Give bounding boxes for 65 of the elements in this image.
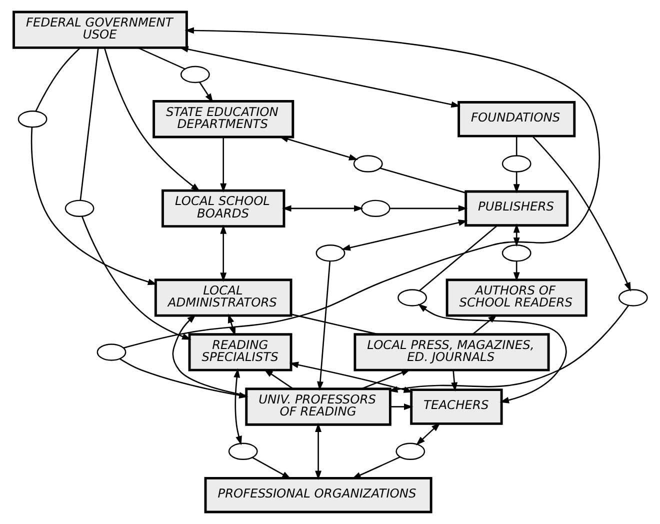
node-ellipse — [64, 200, 94, 218]
node-ellipse — [180, 66, 210, 84]
arrow — [532, 136, 630, 292]
arrow — [80, 216, 191, 340]
arrow — [389, 205, 468, 212]
connector — [515, 136, 517, 156]
arrow — [388, 305, 628, 393]
node-ellipse — [618, 289, 648, 306]
node-ellipse — [96, 344, 126, 361]
arrow — [288, 362, 413, 393]
node-box: PROFESSIONAL ORGANIZATIONS — [204, 476, 432, 514]
node-box: LOCAL ADMINISTRATORS — [154, 278, 292, 317]
arrow — [220, 224, 226, 282]
node-ellipse — [360, 200, 390, 218]
node-ellipse — [501, 244, 531, 262]
arrow — [351, 456, 400, 479]
connector — [34, 48, 80, 112]
connector — [418, 224, 498, 292]
arrow — [233, 368, 242, 446]
arrow — [119, 358, 248, 398]
arrow — [227, 314, 236, 336]
arrow — [172, 314, 246, 396]
arrow — [417, 304, 566, 404]
arrow — [282, 205, 363, 212]
arrow — [178, 46, 460, 108]
connector — [137, 47, 185, 70]
node-box: TEACHERS — [410, 388, 502, 425]
node-ellipse — [352, 155, 382, 172]
arrow — [314, 422, 322, 480]
arrow — [512, 224, 520, 247]
node-ellipse — [395, 442, 425, 460]
node-box: LOCAL PRESS, MAGAZINES, ED. JOURNALS — [353, 333, 550, 372]
arrow — [30, 127, 157, 286]
connector — [290, 314, 378, 335]
arrow — [415, 422, 440, 446]
arrow — [252, 456, 291, 480]
connector — [379, 168, 466, 194]
arrow — [450, 370, 458, 392]
arrow — [122, 27, 600, 349]
node-ellipse — [501, 155, 531, 172]
arrow — [263, 369, 293, 390]
arrow — [360, 369, 410, 390]
node-ellipse — [397, 289, 426, 306]
node-box: AUTHORS OF SCHOOL READERS — [445, 278, 587, 317]
arrow — [512, 172, 520, 194]
arrow — [103, 48, 200, 192]
node-box: READING SPECIALISTS — [188, 333, 292, 372]
arrow — [390, 404, 413, 410]
node-ellipse — [17, 110, 47, 128]
node-box: LOCAL SCHOOL BOARDS — [161, 189, 285, 228]
node-box: FEDERAL GOVERNMENT USOE — [12, 10, 188, 49]
node-ellipse — [315, 244, 345, 262]
node-ellipse — [228, 442, 258, 460]
node-box: STATE EDUCATION DEPARTMENTS — [152, 100, 294, 138]
arrow — [220, 137, 226, 193]
arrow — [472, 314, 497, 335]
arrow — [340, 220, 468, 251]
node-box: UNIV. PROFESSORS OF READING — [244, 388, 391, 426]
node-box: FOUNDATIONS — [457, 101, 576, 138]
arrow — [278, 136, 358, 160]
connector — [79, 48, 98, 200]
node-box: PUBLISHERS — [464, 190, 568, 227]
arrow — [316, 261, 330, 391]
arrow — [512, 261, 520, 282]
arrow — [198, 82, 213, 103]
